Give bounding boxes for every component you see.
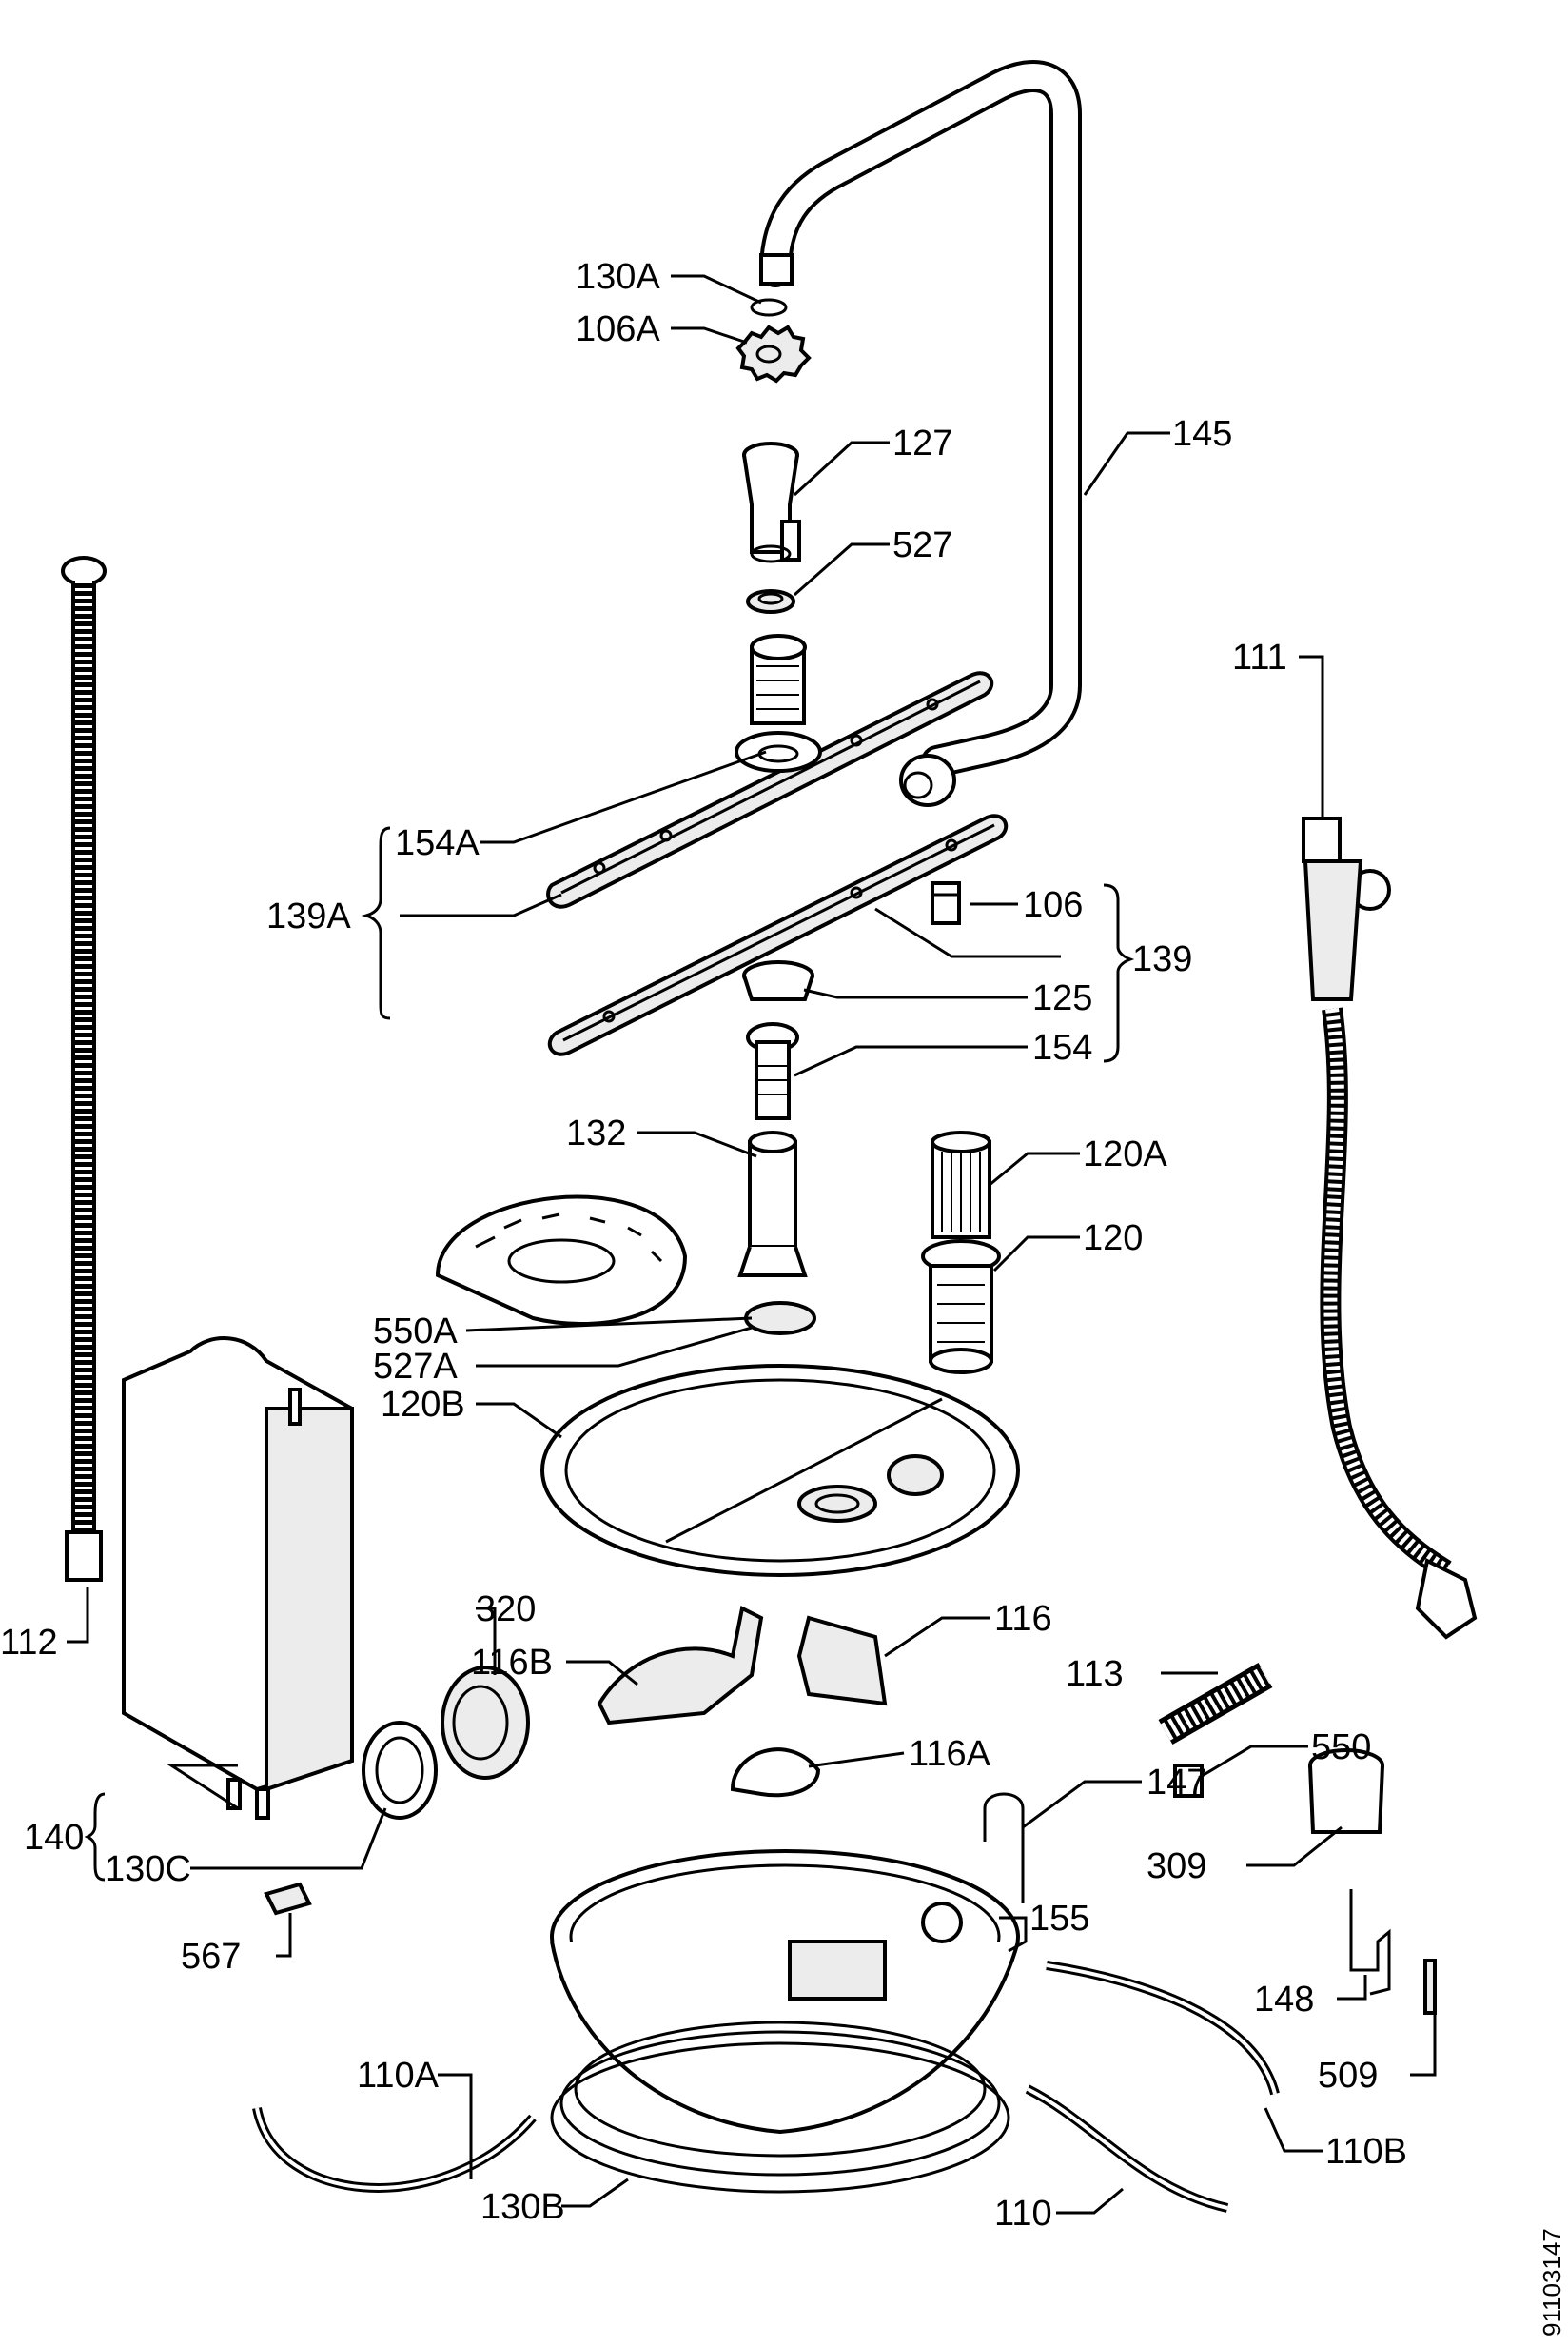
part-110a-hose bbox=[252, 2106, 537, 2193]
callout-120a: 120A bbox=[1083, 1134, 1167, 1174]
part-567-clip bbox=[264, 1882, 312, 1916]
part-145-supply-pipe bbox=[759, 60, 1082, 807]
part-527a-ring bbox=[744, 1301, 816, 1335]
part-130a-o-ring bbox=[750, 298, 788, 317]
callout-130b: 130B bbox=[480, 2187, 565, 2227]
callout-120b: 120B bbox=[381, 1385, 465, 1425]
callout-116b: 116B bbox=[471, 1643, 553, 1683]
part-130c-seal bbox=[362, 1721, 438, 1820]
part-120-coarse-filter bbox=[921, 1239, 1001, 1374]
callout-145: 145 bbox=[1172, 414, 1232, 454]
part-113-pipe bbox=[1158, 1662, 1273, 1745]
callout-106: 106 bbox=[1023, 885, 1083, 925]
callout-112: 112 bbox=[0, 1623, 58, 1663]
callout-140: 140 bbox=[24, 1818, 84, 1858]
callout-309: 309 bbox=[1147, 1846, 1206, 1886]
callout-527a: 527A bbox=[373, 1347, 458, 1387]
callout-155: 155 bbox=[1029, 1899, 1089, 1939]
part-147-clip bbox=[983, 1792, 1025, 1903]
part-110b-hose bbox=[1046, 1961, 1280, 2096]
callout-550a: 550A bbox=[373, 1311, 458, 1351]
part-550-cap bbox=[1173, 1764, 1204, 1798]
part-309-cap bbox=[1308, 1748, 1384, 1834]
part-106a-nut bbox=[735, 325, 812, 384]
part-320-cover bbox=[441, 1666, 530, 1780]
callout-139: 139 bbox=[1132, 939, 1192, 979]
callout-567: 567 bbox=[181, 1937, 241, 1977]
callout-125: 125 bbox=[1032, 978, 1092, 1018]
callout-527: 527 bbox=[892, 525, 952, 565]
callout-550: 550 bbox=[1311, 1727, 1371, 1767]
part-112-drain-hose bbox=[61, 556, 107, 1582]
part-550a-grid bbox=[435, 1194, 688, 1327]
part-125-bearing bbox=[742, 960, 814, 1001]
part-140-softener-tank bbox=[122, 1336, 354, 1820]
part-120a-fine-filter bbox=[931, 1131, 991, 1239]
callout-113: 113 bbox=[1066, 1654, 1124, 1694]
callout-130a: 130A bbox=[576, 257, 660, 297]
callout-110: 110 bbox=[994, 2194, 1052, 2234]
callout-154a: 154A bbox=[395, 823, 480, 863]
callout-130c: 130C bbox=[105, 1849, 191, 1889]
part-509-pin bbox=[1423, 1959, 1437, 2015]
part-139-lower-spray-arm bbox=[547, 814, 1009, 1056]
part-116-bracket bbox=[796, 1615, 888, 1706]
part-120b-filter-plate bbox=[540, 1364, 1020, 1577]
callout-116: 116 bbox=[994, 1599, 1052, 1639]
part-154-connector bbox=[746, 1022, 799, 1120]
callout-110a: 110A bbox=[357, 2056, 440, 2096]
part-106-clip bbox=[931, 881, 961, 925]
callout-labels: 145 130A 106A 127 527 111 154A 139A 106 … bbox=[0, 257, 1407, 2234]
part-116a-valve-flap bbox=[730, 1747, 821, 1798]
callout-116a: 116A bbox=[909, 1734, 991, 1774]
callout-127: 127 bbox=[892, 424, 952, 463]
leader-lines bbox=[67, 274, 1437, 2215]
callout-120: 120 bbox=[1083, 1218, 1143, 1258]
part-111-inlet-hose bbox=[1302, 817, 1478, 1640]
part-527-nut bbox=[746, 589, 795, 614]
callout-110b: 110B bbox=[1325, 2132, 1407, 2172]
callout-509: 509 bbox=[1318, 2056, 1378, 2096]
callout-154: 154 bbox=[1032, 1028, 1092, 1068]
callout-320: 320 bbox=[476, 1589, 536, 1629]
document-id: 91103147 bbox=[1538, 2228, 1566, 2336]
callout-147: 147 bbox=[1147, 1763, 1206, 1803]
callout-106a: 106A bbox=[576, 309, 660, 349]
part-127-coupling bbox=[742, 442, 801, 563]
callout-139a: 139A bbox=[266, 897, 351, 936]
part-116b-bracket bbox=[597, 1606, 764, 1725]
part-132-tube bbox=[737, 1131, 808, 1277]
part-155-sump bbox=[550, 1849, 1020, 2194]
part-154a-upper-spray-arm bbox=[546, 634, 994, 909]
callout-148: 148 bbox=[1254, 1980, 1314, 2020]
callout-111: 111 bbox=[1232, 638, 1287, 678]
part-148-clip bbox=[1349, 1889, 1391, 1996]
callout-132: 132 bbox=[566, 1114, 626, 1153]
